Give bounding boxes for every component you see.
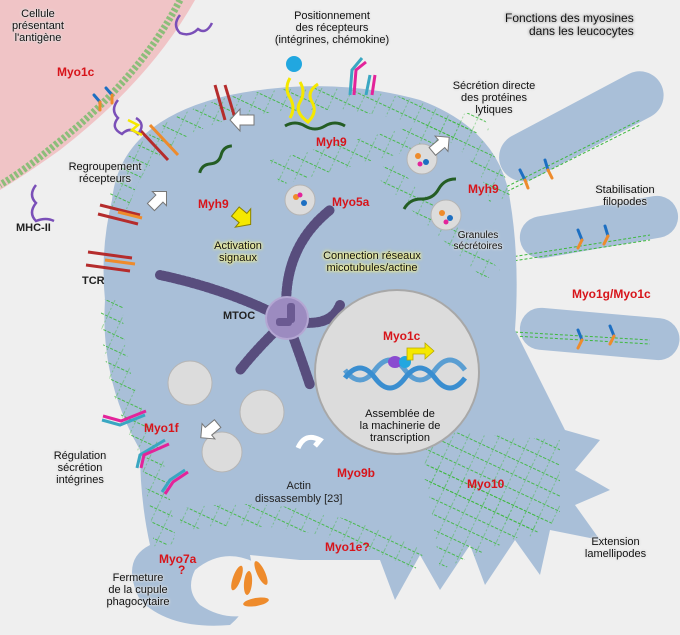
fermeture-line3: phagocytaire [106,596,170,608]
regulation-line1: Régulation [53,450,107,462]
myosin-label-myo1c-nucleus: Myo1c [383,329,421,343]
transcription-arrow-icon [406,342,435,361]
regroupement-line2: récepteurs [79,173,131,185]
extension-line1: Extension [591,536,640,548]
apc-line2: présentant [12,20,64,32]
actin-line2: dissassembly [23] [255,493,343,505]
integrins-top [348,57,377,96]
chemokine-receptor [285,77,319,124]
actin-bundle-top [270,110,490,185]
myosin-label-myo9b: Myo9b [337,466,376,480]
label-secretion: Sécrétion directe des protéines lytiques [440,80,548,116]
label-mhc-ii: MHC-II [16,222,51,234]
positionnement-line3: (intégrines, chémokine) [274,34,390,46]
granules-line2: sécrétoires [453,241,503,252]
label-stabilisation: Stabilisation filopodes [590,184,660,208]
myosin-ii-filaments [198,121,457,210]
label-actin-disassembly: Actin dissassembly [23] [255,480,342,506]
myosin-label-myh9-top: Myh9 [316,135,347,149]
filopodia-actin [479,119,651,345]
regroupement-line1: Regroupement [68,161,142,173]
mhc-ii-molecules [30,14,214,223]
regulation-line2: sécrétion [57,462,103,474]
apc-actin-cortex [0,0,184,189]
cortical-actin [100,87,545,570]
phagocytosed-particles [231,561,269,607]
regulation-line3: intégrines [56,474,104,486]
myosin-label-myo10: Myo10 [467,477,505,491]
fermeture-line2: de la cupule [108,584,168,596]
myosin-label-myh9-right: Myh9 [468,182,499,196]
secretion-line2: des protéines [460,92,528,104]
myosin-label-myo1f: Myo1f [144,421,179,435]
filopodia [499,71,680,361]
label-extension: Extension lamellipodes [578,536,653,560]
myosin-label-myo7a: Myo7a [159,552,197,566]
lamellipodium-actin [420,430,560,570]
tcr-receptors [85,84,237,273]
title-line1: Fonctions des myosines [505,11,634,25]
activation-arrow-icon [230,206,252,228]
antigen-presenting-cell [0,0,195,190]
label-mtoc: MTOC [223,310,256,322]
label-fermeture: Fermeture de la cupule phagocytaire [98,572,178,608]
tcr-mhc-synapse [127,118,143,137]
diagram-title: Fonctions des myosines dans les leucocyt… [505,12,634,38]
label-connection: Connection réseaux micotubules/actine [312,250,432,274]
activation-line2: signaux [219,252,257,264]
myosin-label-myo5a: Myo5a [332,195,370,209]
label-assemblee: Assemblée de la machinerie de transcript… [355,408,445,444]
label-regroupement: Regroupement récepteurs [60,161,150,185]
label-regulation: Régulation sécrétion intégrines [45,450,115,486]
assemblee-line3: transcription [370,432,430,444]
label-apc: Cellule présentant l'antigène [8,8,68,44]
positionnement-line1: Positionnement [294,10,370,22]
disassembly-arrow-icon [295,434,324,450]
fermeture-line1: Fermeture [112,572,164,584]
myosin-1-motors [92,86,616,350]
myosin-label-myo1c-apc: Myo1c [57,65,95,79]
myosin-label-myh9-left: Myh9 [198,197,229,211]
assemblee-line2: la machinerie de [359,420,441,432]
apc-line3: l'antigène [14,32,62,44]
activation-line1: Activation [214,240,262,252]
label-granules: Granules sécrétoires [448,230,508,252]
label-positionnement: Positionnement des récepteurs (intégrine… [262,10,402,46]
label-activation: Activation signaux [207,240,269,264]
direction-arrows [146,107,450,440]
chemokine-ligand [286,56,302,72]
secretion-line1: Sécrétion directe [452,80,536,92]
dna-helix [343,365,467,391]
secretion-line3: lytiques [475,104,513,116]
transcription-factor [388,356,402,368]
centriole-icon [276,303,295,326]
dna-helix-strand [343,357,467,383]
myosin-label-myo7a-question: ? [178,563,186,577]
secretory-granules [167,143,462,473]
extension-line2: lamellipodes [584,548,647,560]
positionnement-line2: des récepteurs [295,22,369,34]
stabilisation-line2: filopodes [602,196,648,208]
connection-line2: micotubules/actine [326,262,418,274]
nucleus [314,289,480,455]
title-line2: dans les leucocytes [529,24,634,38]
apc-line1: Cellule [21,8,55,20]
integrins-lower [101,409,189,495]
connection-line1: Connection réseaux [323,250,421,262]
granules-line1: Granules [457,230,499,241]
label-tcr: TCR [82,275,105,287]
actin-line1: Actin [286,480,311,492]
assemblee-line1: Assemblée de [365,408,435,420]
myosin-label-myo1g-myo1c: Myo1g/Myo1c [572,287,651,301]
stabilisation-line1: Stabilisation [595,184,655,196]
myosin-label-myo1e: Myo1e? [325,540,370,554]
granule-contents [293,153,453,225]
